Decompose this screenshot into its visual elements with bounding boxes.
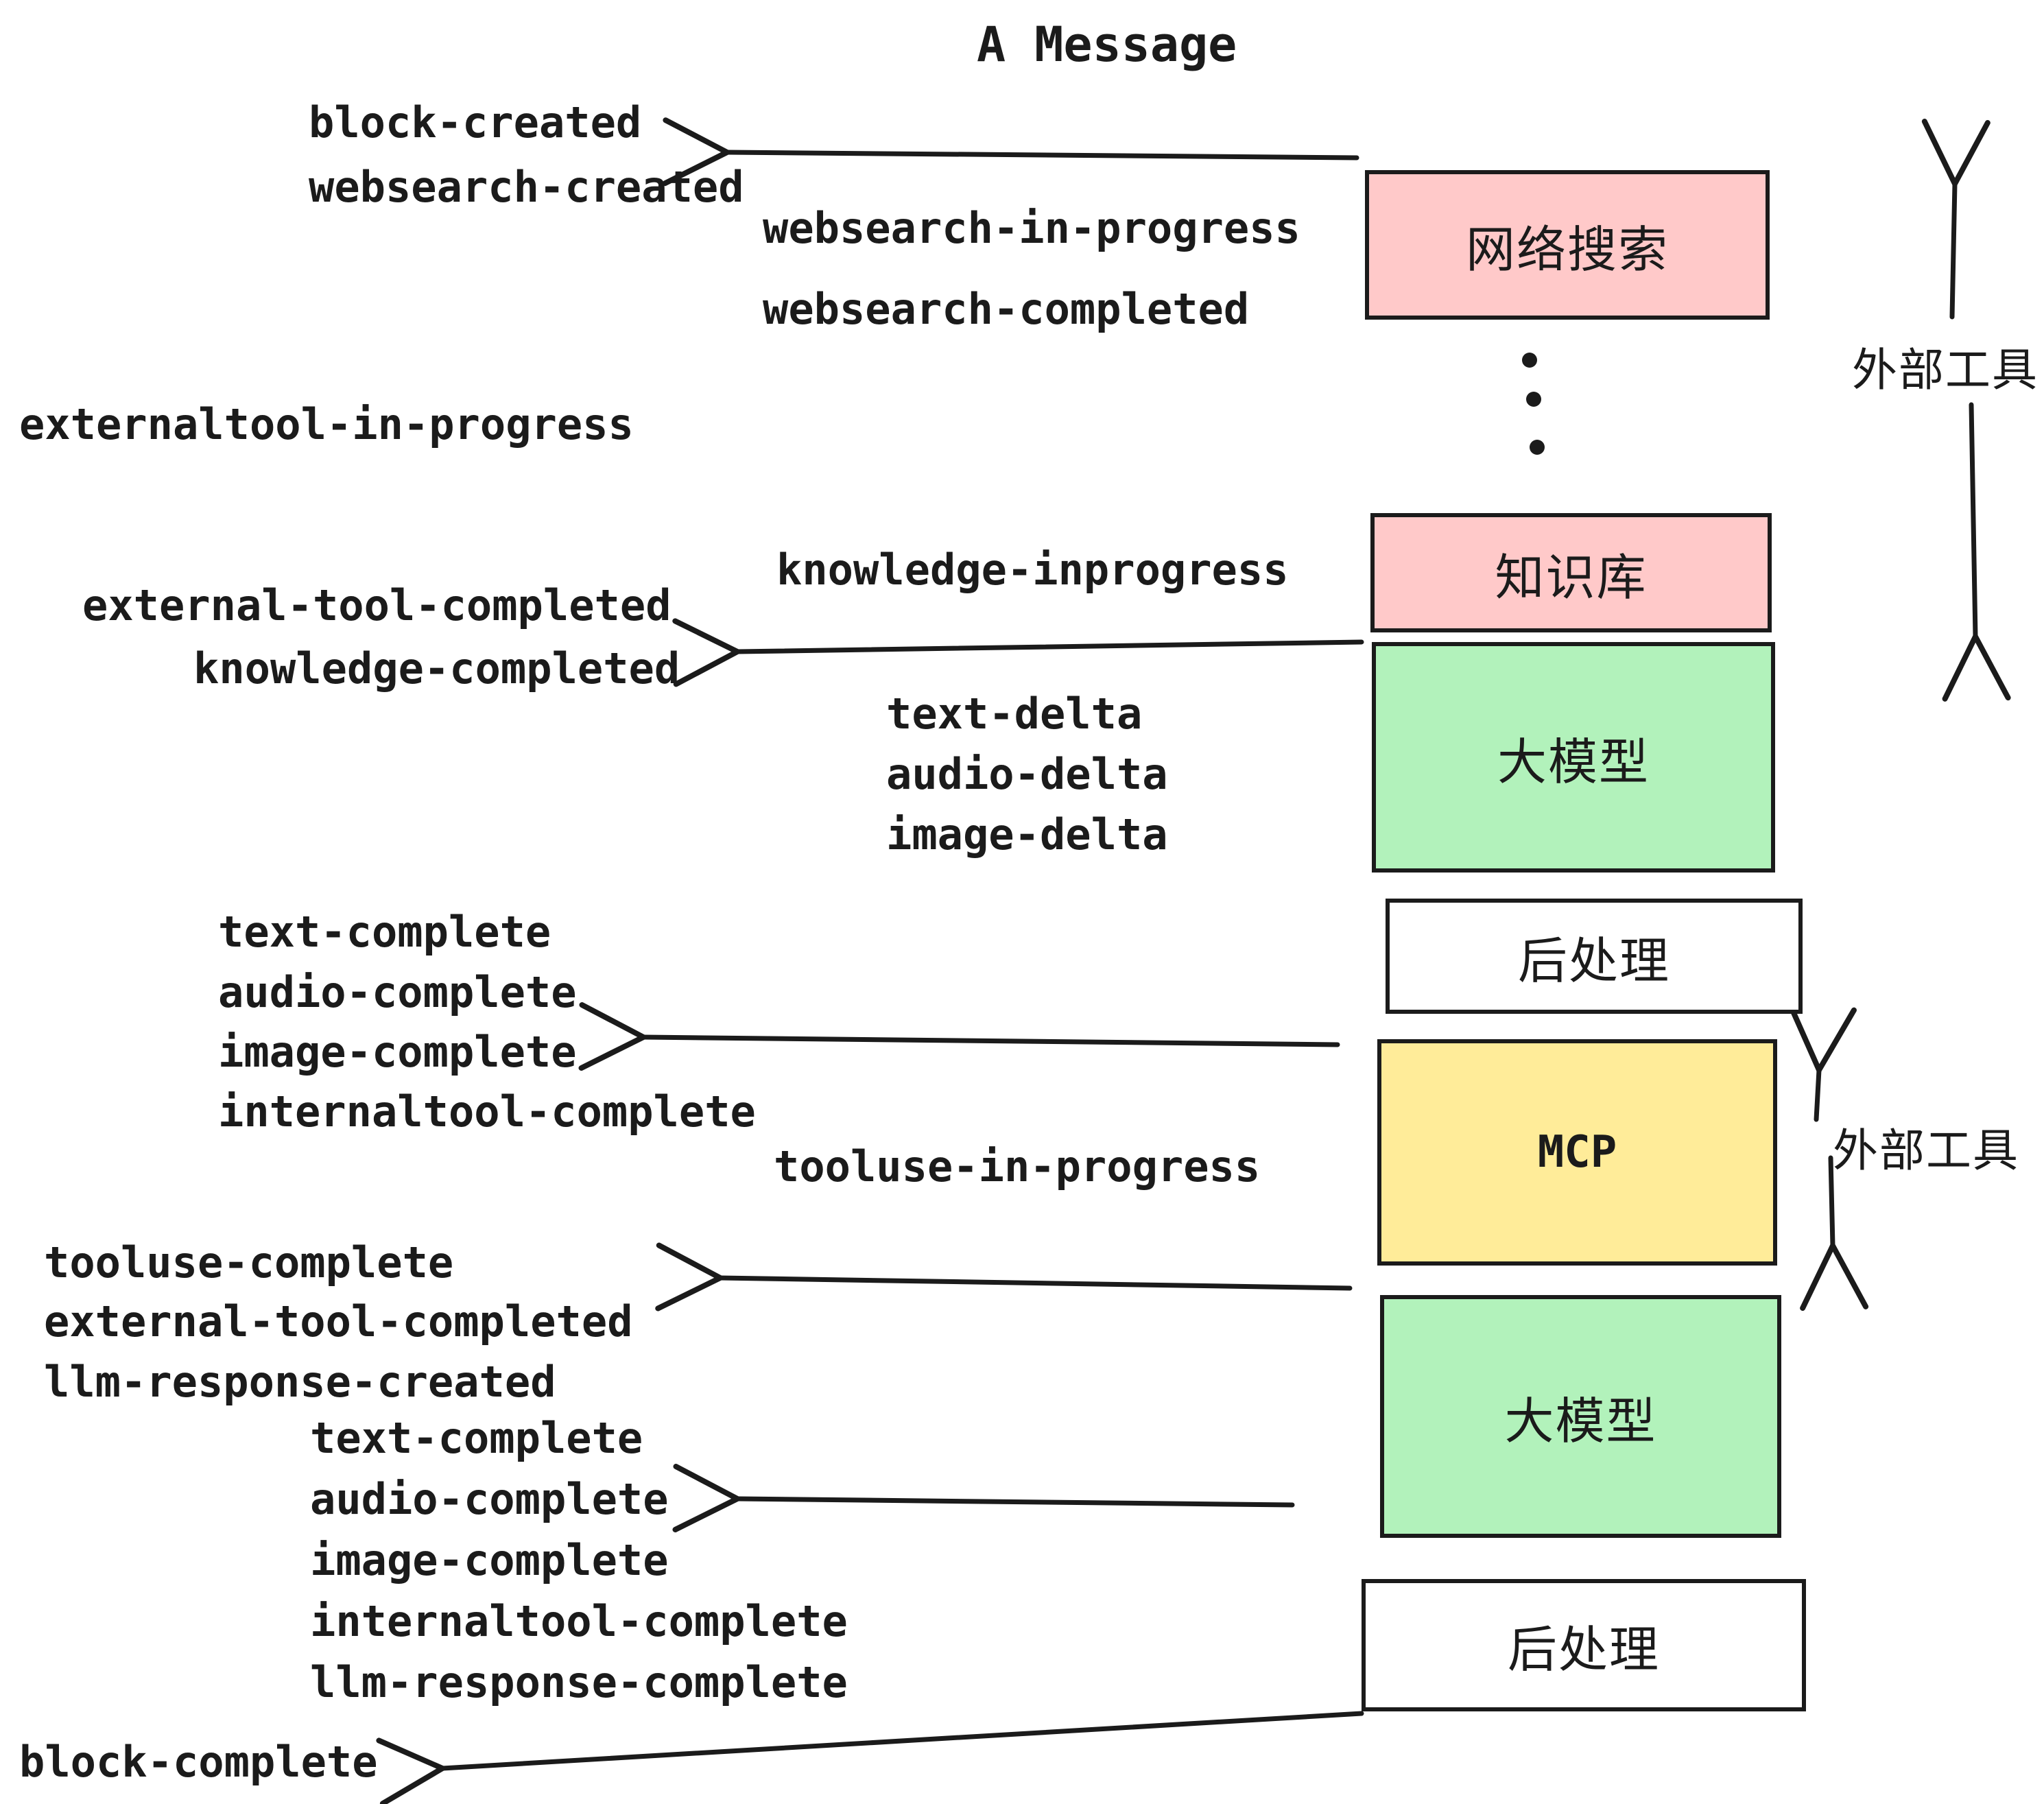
external-tools-arrow-up-1 bbox=[1921, 119, 1990, 320]
event-external-tool-completed-2: external-tool-completed bbox=[44, 1296, 633, 1346]
box-mcp-label: MCP bbox=[1537, 1127, 1617, 1178]
event-knowledge-completed: knowledge-completed bbox=[193, 643, 680, 693]
event-audio-complete-2: audio-complete bbox=[310, 1474, 669, 1524]
event-externaltool-in-progress: externaltool-in-progress bbox=[19, 399, 634, 449]
event-llm-response-created: llm-response-created bbox=[44, 1357, 556, 1407]
event-audio-delta-1: audio-delta bbox=[886, 749, 1168, 799]
ellipsis-dot bbox=[1522, 353, 1537, 368]
box-websearch: 网络搜索 bbox=[1365, 170, 1770, 320]
arrow-llm2-to-audio-complete bbox=[672, 1464, 1295, 1532]
box-postprocess-2: 后处理 bbox=[1362, 1579, 1806, 1711]
event-internaltool-complete-2: internaltool-complete bbox=[310, 1596, 848, 1646]
box-llm-2-label: 大模型 bbox=[1504, 1392, 1657, 1450]
arrow-postprocess-to-block-complete bbox=[376, 1711, 1364, 1804]
arrow-llm1-to-knowledge-completed bbox=[672, 618, 1364, 687]
ellipsis-dot bbox=[1530, 440, 1545, 455]
event-websearch-created: websearch-created bbox=[309, 162, 744, 212]
event-llm-response-complete: llm-response-complete bbox=[310, 1657, 848, 1707]
box-llm-1-label: 大模型 bbox=[1497, 733, 1650, 791]
event-external-tool-completed-1: external-tool-completed bbox=[82, 580, 672, 630]
ellipsis-dot bbox=[1526, 392, 1541, 407]
external-tools-label-1: 外部工具 bbox=[1852, 344, 2039, 396]
box-mcp: MCP bbox=[1377, 1039, 1777, 1266]
event-tooluse-in-progress: tooluse-in-progress bbox=[774, 1141, 1261, 1191]
event-block-created: block-created bbox=[309, 97, 642, 147]
arrow-mcp-to-image-complete bbox=[578, 1002, 1340, 1071]
event-image-delta-1: image-delta bbox=[886, 809, 1168, 859]
event-websearch-in-progress: websearch-in-progress bbox=[763, 203, 1300, 253]
box-postprocess-1: 后处理 bbox=[1386, 899, 1803, 1014]
box-postprocess-2-label: 后处理 bbox=[1507, 1621, 1660, 1678]
arrow-to-tooluse-complete bbox=[655, 1242, 1353, 1312]
external-tools-arrow-up-2 bbox=[1788, 1004, 1857, 1122]
event-internaltool-complete-1: internaltool-complete bbox=[218, 1087, 756, 1137]
event-websearch-completed: websearch-completed bbox=[763, 284, 1250, 334]
box-llm-2: 大模型 bbox=[1380, 1295, 1781, 1538]
event-text-complete-1: text-complete bbox=[218, 907, 551, 957]
box-knowledge-base-label: 知识库 bbox=[1495, 548, 1648, 606]
external-tools-label-2: 外部工具 bbox=[1833, 1124, 2019, 1177]
box-websearch-label: 网络搜索 bbox=[1465, 220, 1669, 278]
event-text-complete-2: text-complete bbox=[310, 1413, 643, 1463]
event-audio-complete-1: audio-complete bbox=[218, 967, 577, 1017]
diagram-title: A Message bbox=[977, 16, 1237, 73]
box-knowledge-base: 知识库 bbox=[1370, 513, 1772, 632]
external-tools-arrow-down-2 bbox=[1800, 1155, 1869, 1312]
event-knowledge-inprogress: knowledge-inprogress bbox=[776, 545, 1289, 595]
box-llm-1: 大模型 bbox=[1372, 642, 1775, 873]
arrow-websearch-to-block-created bbox=[662, 117, 1359, 187]
event-image-complete-2: image-complete bbox=[310, 1535, 669, 1585]
event-block-complete: block-complete bbox=[19, 1737, 378, 1787]
event-tooluse-complete: tooluse-complete bbox=[44, 1237, 454, 1287]
external-tools-arrow-down-1 bbox=[1942, 402, 2011, 702]
event-image-complete-1: image-complete bbox=[218, 1027, 577, 1077]
event-text-delta-1: text-delta bbox=[886, 689, 1143, 739]
box-postprocess-1-label: 后处理 bbox=[1517, 931, 1670, 990]
